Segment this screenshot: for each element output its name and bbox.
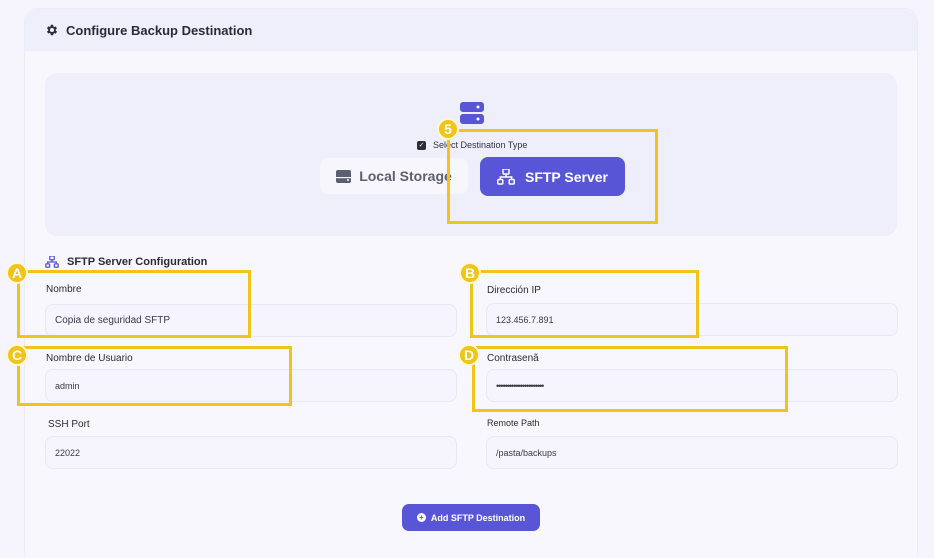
plus-icon: + bbox=[416, 513, 426, 522]
ip-label: Dirección IP bbox=[487, 285, 541, 296]
local-storage-label: Local Storage bbox=[359, 168, 452, 184]
name-input[interactable]: Copia de seguridad SFTP bbox=[45, 304, 457, 337]
sftp-config-title: SFTP Server Configuration bbox=[45, 256, 207, 268]
remote-path-label: Remote Path bbox=[487, 418, 540, 428]
highlight-box-c bbox=[17, 346, 292, 406]
annotation-badge-c: C bbox=[6, 344, 28, 366]
highlight-box-a bbox=[17, 270, 251, 338]
highlight-box-d bbox=[472, 346, 788, 412]
destination-type-box bbox=[45, 73, 897, 236]
remote-path-input[interactable]: /pasta/backups bbox=[486, 436, 898, 469]
local-storage-button[interactable]: Local Storage bbox=[320, 158, 468, 194]
network-icon bbox=[45, 256, 59, 268]
hard-drive-icon bbox=[336, 169, 352, 183]
username-input[interactable]: admin bbox=[45, 369, 457, 402]
network-icon bbox=[497, 168, 515, 185]
select-destination-text: Select Destination Type bbox=[433, 140, 528, 150]
annotation-badge-b: B bbox=[459, 262, 481, 284]
sftp-server-label: SFTP Server bbox=[524, 168, 608, 185]
checkbox-icon[interactable]: ✓ bbox=[417, 140, 426, 150]
annotation-badge-a: A bbox=[6, 262, 28, 284]
highlight-box-b bbox=[470, 270, 699, 338]
server-icon bbox=[460, 102, 484, 124]
ssh-port-label: SSH Port bbox=[48, 419, 90, 430]
select-destination-label[interactable]: ✓ Select Destination Type bbox=[417, 140, 527, 150]
annotation-badge-d: D bbox=[458, 344, 480, 366]
add-sftp-destination-label: Add SFTP Destination bbox=[430, 512, 526, 523]
name-label: Nombre bbox=[46, 284, 82, 295]
panel-header: Configure Backup Destination bbox=[25, 9, 917, 51]
password-input[interactable]: •••••••••••••••••••••• bbox=[486, 369, 898, 402]
ssh-port-input[interactable]: 22022 bbox=[45, 436, 457, 469]
username-label: Nombre de Usuario bbox=[46, 353, 133, 364]
sftp-config-title-text: SFTP Server Configuration bbox=[67, 256, 208, 268]
page-title: Configure Backup Destination bbox=[66, 22, 253, 38]
annotation-badge-5: 5 bbox=[437, 118, 459, 140]
gear-icon bbox=[46, 24, 58, 36]
sftp-server-button[interactable]: SFTP Server bbox=[480, 157, 625, 196]
highlight-box-5 bbox=[447, 129, 658, 224]
add-sftp-destination-button[interactable]: + Add SFTP Destination bbox=[402, 504, 540, 531]
password-label: Contrasenã bbox=[487, 353, 539, 364]
